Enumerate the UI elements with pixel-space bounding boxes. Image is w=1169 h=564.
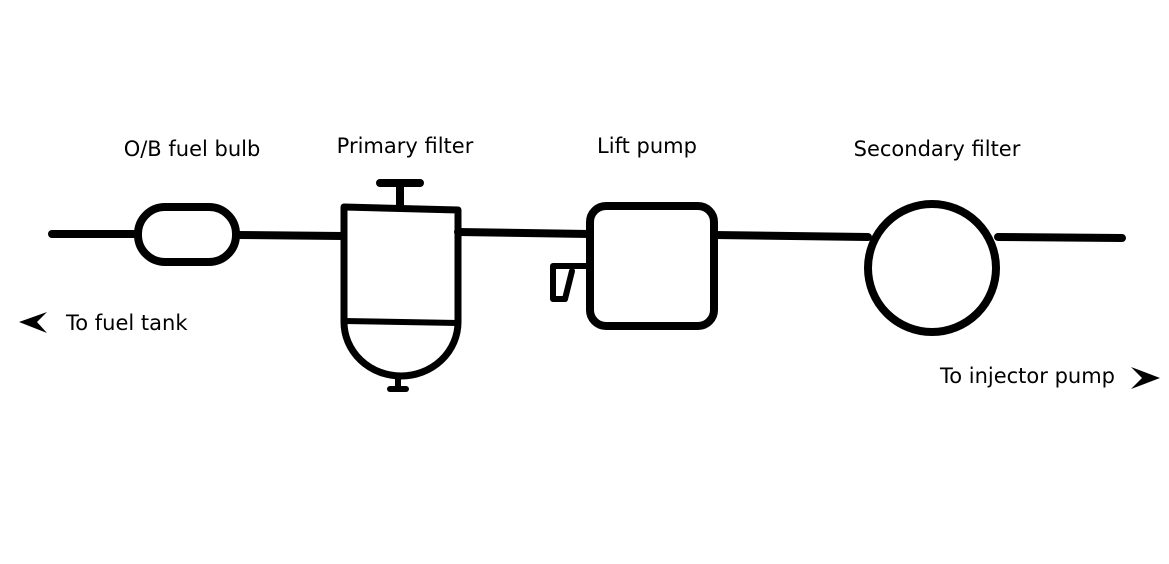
to-fuel-tank-label: To fuel tank: [65, 311, 188, 335]
secondary-filter: [864, 200, 1000, 336]
primary-filter: [340, 179, 462, 392]
arrow-left-icon: [19, 312, 47, 333]
lift-pump-label: Lift pump: [597, 134, 697, 158]
to-injector-pump-label: To injector pump: [939, 364, 1115, 388]
bulb-label: O/B fuel bulb: [124, 137, 261, 161]
fuel-bulb: [134, 203, 240, 266]
primary-filter-label: Primary filter: [337, 134, 474, 158]
fuel-line: [48, 228, 1126, 242]
lift-pump: [550, 202, 718, 330]
secondary-filter-label: Secondary filter: [854, 137, 1021, 161]
arrow-right-icon: [1131, 367, 1160, 389]
